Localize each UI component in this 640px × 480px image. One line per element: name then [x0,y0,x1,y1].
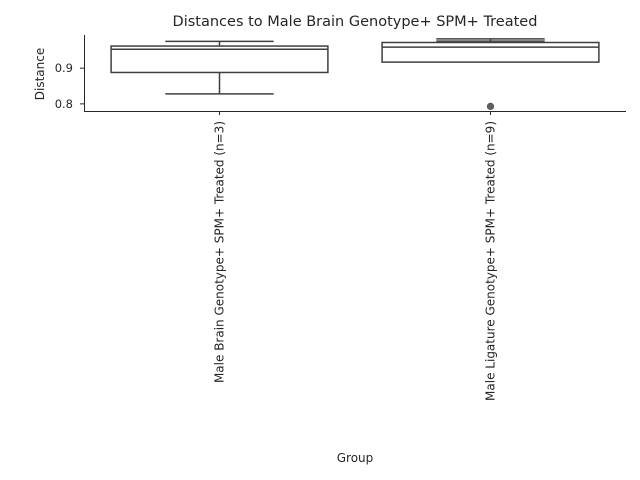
box-1 [110,40,329,95]
boxes-group [110,38,600,110]
y-axis-label: Distance [33,48,47,100]
y-tick-label: 0.8 [55,97,73,111]
y-tick-label: 0.9 [55,61,73,75]
iqr-box [110,45,329,74]
chart-title: Distances to Male Brain Genotype+ SPM+ T… [173,14,538,30]
x-tick-label: Male Ligature Genotype+ SPM+ Treated (n=… [484,121,498,401]
outlier-point [486,102,495,110]
x-tick-label: Male Brain Genotype+ SPM+ Treated (n=3) [213,121,227,383]
x-tick-labels: Male Brain Genotype+ SPM+ Treated (n=3) M… [213,111,498,401]
box-2 [381,38,600,110]
y-axis: 0.8 0.9 [55,35,85,111]
iqr-box [381,41,600,63]
x-axis-label: Group [337,451,374,465]
